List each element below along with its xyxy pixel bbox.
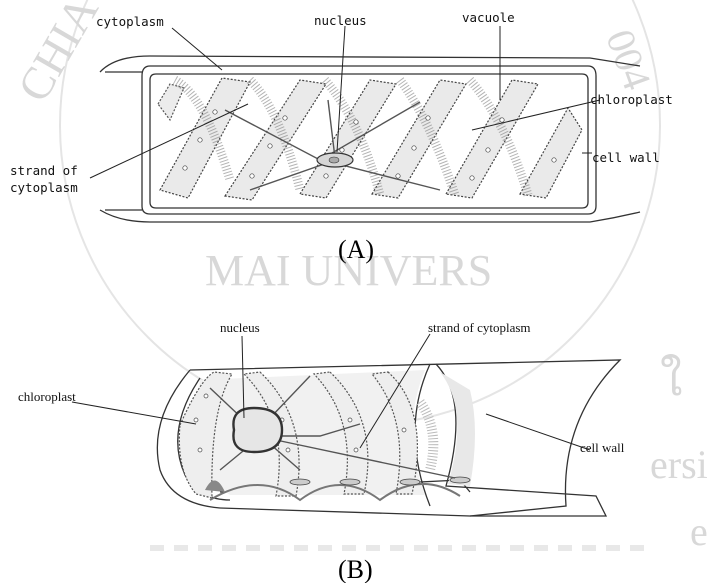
label-nucleus-b: nucleus [220, 320, 260, 335]
figure-b: nucleus strand of cytoplasm chloroplast … [18, 320, 625, 583]
label-cell-wall-b: cell wall [580, 440, 625, 455]
caption-a: (A) [338, 235, 374, 264]
label-chloroplast-a: chloroplast [590, 92, 673, 107]
watermark-right-text-2: ersi [650, 442, 708, 487]
label-strand-b: strand of cytoplasm [428, 320, 531, 335]
label-strand-line2-a: cytoplasm [10, 180, 78, 195]
chloroplast-bands-a [158, 78, 582, 200]
leader-chloroplast-b [72, 402, 196, 424]
caption-b: (B) [338, 555, 373, 583]
watermark-right-text-3: e [690, 509, 708, 554]
figure-a: cytoplasm nucleus vacuole chloroplast ce… [10, 10, 673, 264]
label-nucleus-a: nucleus [314, 13, 367, 28]
label-vacuole-a: vacuole [462, 10, 515, 25]
label-cell-wall-a: cell wall [592, 150, 660, 165]
watermark-right-text-1: ใ [660, 353, 682, 405]
label-strand-line1-a: strand of [10, 163, 78, 178]
watermark-top-digits: 004 [597, 24, 660, 96]
label-cytoplasm-a: cytoplasm [96, 14, 164, 29]
watermark-left-text: CHIA [7, 0, 107, 110]
leader-cytoplasm-a [172, 28, 222, 70]
label-chloroplast-b: chloroplast [18, 389, 76, 404]
